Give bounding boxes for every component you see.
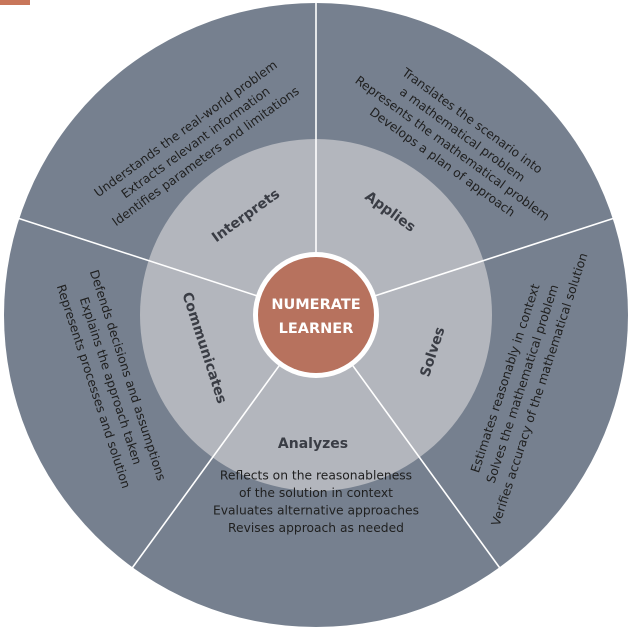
corner-mark: [0, 0, 30, 5]
segment-divider-2: [370, 217, 615, 298]
center-title-line-1: NUMERATE: [271, 297, 360, 313]
segment-divider-3: [349, 361, 502, 570]
center-hub-disc: [258, 257, 374, 373]
segment-item-analyzes: Reflects on the reasonableness: [220, 468, 412, 482]
segment-divider-4: [130, 361, 283, 570]
center-title-line-2: LEARNER: [279, 321, 354, 337]
segment-item-analyzes: Revises approach as needed: [228, 521, 404, 535]
segment-dividers: [17, 1, 615, 570]
segment-item-analyzes: of the solution in context: [239, 486, 393, 500]
segment-divider-5: [17, 217, 262, 298]
center-hub: NUMERATE LEARNER: [253, 252, 379, 378]
segment-item-analyzes: Evaluates alternative approaches: [213, 503, 419, 517]
segment-label-analyzes: Analyzes: [278, 436, 348, 452]
